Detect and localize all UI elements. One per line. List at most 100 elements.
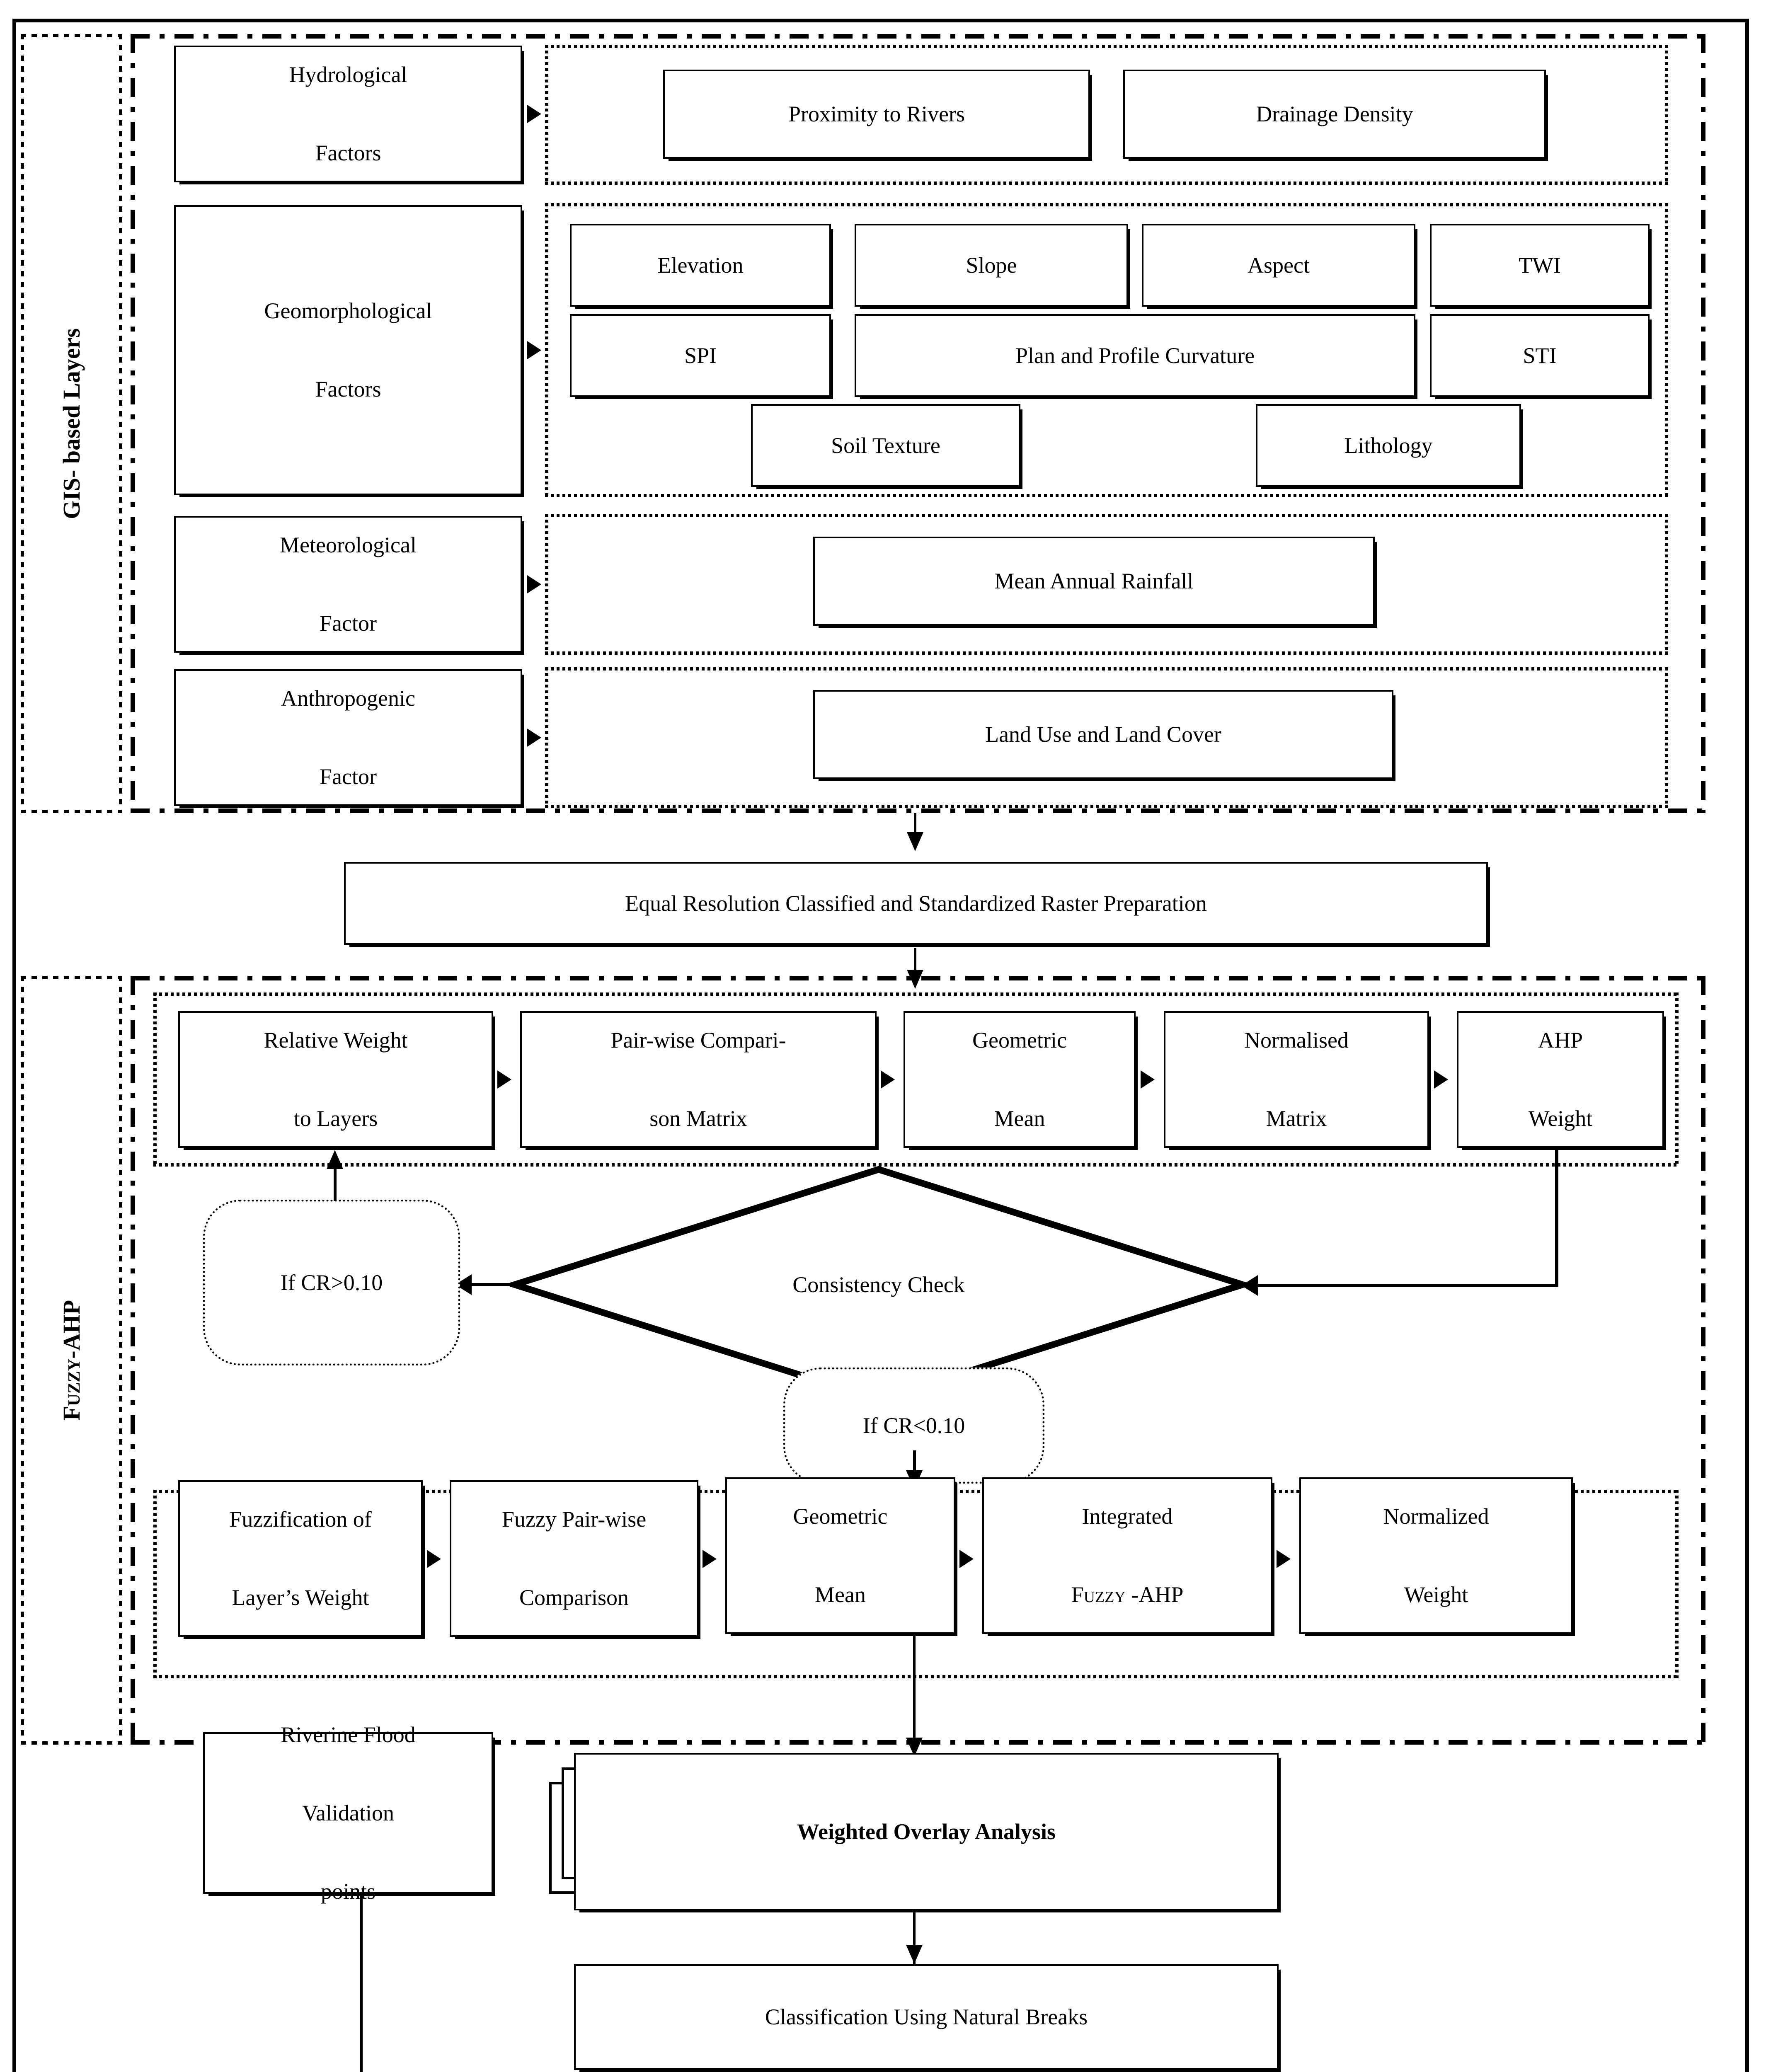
layer-label: Soil Texture (831, 433, 940, 458)
classification-label: Classification Using Natural Breaks (765, 2004, 1088, 2030)
raster-preparation-label: Equal Resolution Classified and Standard… (625, 891, 1207, 916)
connector-gis-to-raster (914, 813, 916, 834)
fuzzy-step-integrated-fuzzy-ahp[interactable]: Integrated Fuzzy -AHP (982, 1477, 1272, 1634)
layer-label: Mean Annual Rainfall (994, 569, 1194, 594)
category-line1: Geomorphological (264, 298, 432, 324)
fuzzy-step-line1: Normalized (1383, 1504, 1489, 1529)
condition-label: If CR>0.10 (280, 1270, 383, 1295)
fuzzy-step-label: Integrated Fuzzy -AHP (1061, 1497, 1194, 1615)
consistency-check-label: Consistency Check (792, 1272, 965, 1297)
validation-points-label: Riverine Flood Validation points (271, 1715, 425, 1911)
ahp-step-line2: to Layers (293, 1106, 378, 1131)
ahp-step-pairwise-matrix[interactable]: Pair-wise Compari- son Matrix (520, 1011, 877, 1148)
layer-box-soil-texture[interactable]: Soil Texture (751, 404, 1020, 487)
ahp-step-label: Normalised Matrix (1234, 1021, 1359, 1138)
arrow-meteorological (527, 575, 541, 593)
gis-section-label-strip: GIS- based Layers (21, 34, 122, 813)
arrow-fuzzy-2 (703, 1550, 717, 1568)
category-box-hydrological[interactable]: Hydrological Factors (174, 46, 522, 182)
layer-box-mean-annual-rainfall[interactable]: Mean Annual Rainfall (813, 537, 1375, 626)
ahp-step-line2: Weight (1528, 1106, 1593, 1131)
gis-section-label: GIS- based Layers (58, 328, 85, 519)
ahp-step-line1: Normalised (1244, 1028, 1349, 1053)
ahp-step-relative-weight[interactable]: Relative Weight to Layers (178, 1011, 493, 1148)
ahp-step-normalised-matrix[interactable]: Normalised Matrix (1164, 1011, 1429, 1148)
fuzzy-step-label: Fuzzy Pair-wise Comparison (492, 1500, 656, 1617)
connector-raster-to-fuzzy (914, 948, 916, 973)
category-box-meteorological[interactable]: Meteorological Factor (174, 516, 522, 653)
layer-box-drainage-density[interactable]: Drainage Density (1123, 70, 1546, 159)
layer-box-spi[interactable]: SPI (570, 314, 831, 397)
ahp-step-label: AHP Weight (1519, 1021, 1603, 1138)
layer-box-twi[interactable]: TWI (1430, 224, 1650, 307)
category-line1: Anthropogenic (281, 686, 415, 711)
layer-label: Elevation (657, 252, 744, 278)
connector-fail-feedback-up (334, 1156, 337, 1201)
connector-diamond-to-fail (470, 1283, 518, 1286)
ahp-step-line1: Geometric (972, 1028, 1067, 1053)
layer-box-land-use-and-land-cover[interactable]: Land Use and Land Cover (813, 690, 1393, 779)
category-box-geomorphological[interactable]: Geomorphological Factors (174, 205, 522, 495)
arrow-geomorphological (527, 341, 541, 359)
fuzzy-step-geometric-mean[interactable]: Geometric Mean (725, 1477, 955, 1634)
fuzzy-step-line2: Comparison (519, 1585, 629, 1610)
ahp-step-line1: AHP (1538, 1028, 1583, 1053)
ahp-step-geometric-mean[interactable]: Geometric Mean (904, 1011, 1136, 1148)
arrow-fuzzy-3 (959, 1550, 974, 1568)
fuzzy-section-label: Fuzzy-AHP (58, 1300, 85, 1421)
layer-label: Proximity to Rivers (788, 102, 965, 127)
validation-line1: Riverine Flood (281, 1722, 416, 1747)
layer-box-elevation[interactable]: Elevation (570, 224, 831, 307)
layer-box-lithology[interactable]: Lithology (1256, 404, 1521, 487)
ahp-step-label: Geometric Mean (962, 1021, 1077, 1138)
category-line1: Hydrological (289, 62, 407, 87)
fuzzy-step-line1: Geometric (793, 1504, 888, 1529)
category-line2: Factors (315, 140, 381, 166)
layer-label: Plan and Profile Curvature (1015, 343, 1255, 368)
classification-box[interactable]: Classification Using Natural Breaks (574, 1964, 1279, 2070)
fuzzy-step-pairwise-comparison[interactable]: Fuzzy Pair-wise Comparison (450, 1480, 698, 1637)
layer-box-proximity-to-rivers[interactable]: Proximity to Rivers (663, 70, 1090, 159)
fuzzy-step-line2: Fuzzy -AHP (1071, 1582, 1184, 1607)
category-label: Meteorological Factor (270, 525, 426, 643)
outer-frame (12, 19, 1749, 2072)
category-box-anthropogenic[interactable]: Anthropogenic Factor (174, 669, 522, 806)
validation-points-box[interactable]: Riverine Flood Validation points (203, 1722, 493, 1904)
connector-overlay-to-classification (913, 1910, 916, 1964)
fuzzy-step-line2: Mean (815, 1582, 866, 1607)
weighted-overlay-box[interactable]: Weighted Overlay Analysis (574, 1753, 1279, 1910)
layer-box-sti[interactable]: STI (1430, 314, 1650, 397)
arrow-ahp-3 (1141, 1070, 1155, 1089)
ahp-step-ahp-weight[interactable]: AHP Weight (1457, 1011, 1664, 1148)
validation-line2: Validation (302, 1800, 394, 1825)
arrow-ahp-2 (881, 1070, 895, 1089)
fuzzy-step-fuzzification[interactable]: Fuzzification of Layer’s Weight (178, 1480, 423, 1637)
layer-label: Drainage Density (1256, 102, 1413, 127)
fuzzy-step-label: Fuzzification of Layer’s Weight (219, 1500, 381, 1617)
layer-label: Aspect (1248, 252, 1310, 278)
arrow-fuzzy-4 (1277, 1550, 1291, 1568)
arrowhead-gis-to-raster (907, 832, 923, 851)
ahp-step-line2: Mean (994, 1106, 1045, 1131)
fuzzy-step-label: Normalized Weight (1374, 1497, 1499, 1615)
ahp-step-line1: Pair-wise Compari- (610, 1028, 786, 1053)
layer-box-slope[interactable]: Slope (855, 224, 1128, 307)
connector-fuzzy-to-overlay (913, 1636, 916, 1740)
fuzzy-step-normalized-weight[interactable]: Normalized Weight (1299, 1477, 1573, 1634)
fuzzy-step-line2: Weight (1404, 1582, 1468, 1607)
condition-bubble-cr-greater[interactable]: If CR>0.10 (203, 1200, 460, 1365)
raster-preparation-box[interactable]: Equal Resolution Classified and Standard… (344, 862, 1488, 945)
weighted-overlay-label: Weighted Overlay Analysis (797, 1819, 1056, 1844)
ahp-step-label: Relative Weight to Layers (254, 1021, 417, 1138)
arrow-ahp-4 (1434, 1070, 1448, 1089)
ahp-step-line2: son Matrix (649, 1106, 747, 1131)
connector-classification-to-map (913, 2070, 916, 2072)
arrowhead-overlay-to-classification (906, 1945, 923, 1964)
category-line2: Factors (315, 377, 381, 402)
ahp-step-line2: Matrix (1266, 1106, 1327, 1131)
fuzzy-section-label-strip: Fuzzy-AHP (21, 976, 122, 1745)
layer-box-aspect[interactable]: Aspect (1142, 224, 1415, 307)
category-line2: Factor (320, 611, 377, 636)
layer-box-plan-and-profile-curvature[interactable]: Plan and Profile Curvature (855, 314, 1415, 397)
layer-label: Land Use and Land Cover (985, 722, 1221, 747)
